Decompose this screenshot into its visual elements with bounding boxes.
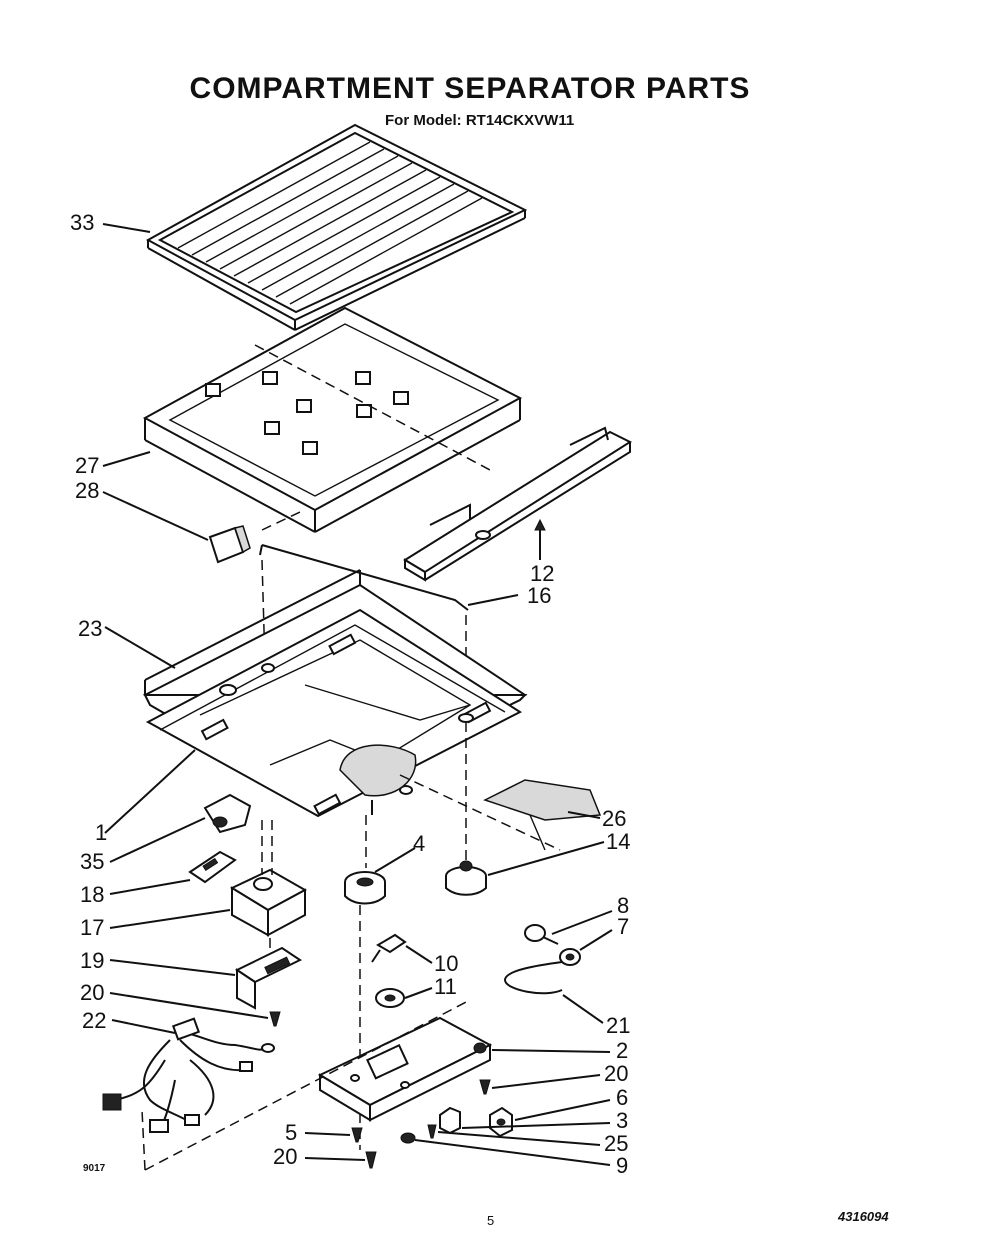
callout-27: 27 bbox=[75, 453, 100, 478]
callout-33: 33 bbox=[70, 210, 95, 235]
part-2-housing bbox=[317, 1016, 493, 1122]
callout-26: 26 bbox=[602, 806, 627, 831]
part-26-insulation bbox=[483, 779, 602, 851]
part-33-grille bbox=[145, 123, 528, 331]
callout-3: 3 bbox=[616, 1108, 629, 1133]
callout-11: 11 bbox=[434, 974, 457, 999]
callout-28: 28 bbox=[75, 478, 100, 503]
part-18-part bbox=[188, 850, 237, 884]
callout-10: 10 bbox=[434, 951, 459, 976]
part-3-part bbox=[439, 1106, 461, 1135]
callout-7: 7 bbox=[617, 914, 630, 939]
callout-14: 14 bbox=[606, 829, 631, 854]
part-9-cap bbox=[400, 1132, 416, 1144]
callout-18: 18 bbox=[80, 882, 105, 907]
part-12-rail bbox=[403, 426, 633, 582]
part-11-washer bbox=[375, 988, 405, 1008]
callout-25: 25 bbox=[604, 1131, 629, 1156]
part-35-part bbox=[203, 793, 252, 834]
callout-21: 21 bbox=[606, 1013, 631, 1038]
part-23-pan bbox=[143, 569, 528, 818]
part-6-block bbox=[489, 1106, 513, 1138]
callout-2: 2 bbox=[616, 1038, 629, 1063]
callout-4: 4 bbox=[413, 831, 426, 856]
document-number: 4316094 bbox=[838, 1209, 889, 1224]
callout-19: 19 bbox=[80, 948, 105, 973]
callout-20-bottom: 20 bbox=[273, 1144, 298, 1169]
leader-lines bbox=[102, 223, 613, 1166]
part-20-screw-b bbox=[479, 1079, 491, 1095]
part-20-screw-c bbox=[365, 1151, 377, 1169]
callout-6: 6 bbox=[616, 1085, 629, 1110]
part-5-screw bbox=[351, 1127, 363, 1143]
part-19-housing bbox=[234, 946, 303, 1010]
callout-35: 35 bbox=[80, 849, 105, 874]
part-4-grommet bbox=[344, 871, 386, 905]
part-21-wire bbox=[503, 961, 563, 995]
callout-1: 1 bbox=[95, 820, 108, 845]
callout-9: 9 bbox=[616, 1153, 629, 1178]
part-7-connector bbox=[559, 948, 581, 966]
part-25-screw bbox=[427, 1124, 437, 1139]
callout-20-right: 20 bbox=[604, 1061, 629, 1086]
part-27-frame bbox=[142, 306, 523, 533]
page-number: 5 bbox=[487, 1213, 495, 1228]
callout-17: 17 bbox=[80, 915, 105, 940]
callout-5: 5 bbox=[285, 1120, 298, 1145]
callout-23: 23 bbox=[78, 616, 103, 641]
callout-16: 16 bbox=[527, 583, 552, 608]
part-14-grommet bbox=[445, 860, 487, 896]
part-10-clip bbox=[371, 933, 407, 963]
figure-code: 9017 bbox=[83, 1163, 106, 1174]
callout-8: 8 bbox=[617, 893, 630, 918]
part-8-terminal bbox=[524, 924, 559, 945]
part-17-bracket bbox=[229, 868, 308, 937]
part-20-screw-a bbox=[269, 1011, 281, 1027]
callout-12: 12 bbox=[530, 561, 555, 586]
page-title: COMPARTMENT SEPARATOR PARTS bbox=[189, 72, 751, 105]
model-subtitle: For Model: RT14CKXVW11 bbox=[385, 112, 575, 129]
part-28-block bbox=[208, 525, 251, 564]
callout-22: 22 bbox=[82, 1008, 107, 1033]
part-22-harness bbox=[102, 1017, 275, 1133]
callout-20-left: 20 bbox=[80, 980, 105, 1005]
